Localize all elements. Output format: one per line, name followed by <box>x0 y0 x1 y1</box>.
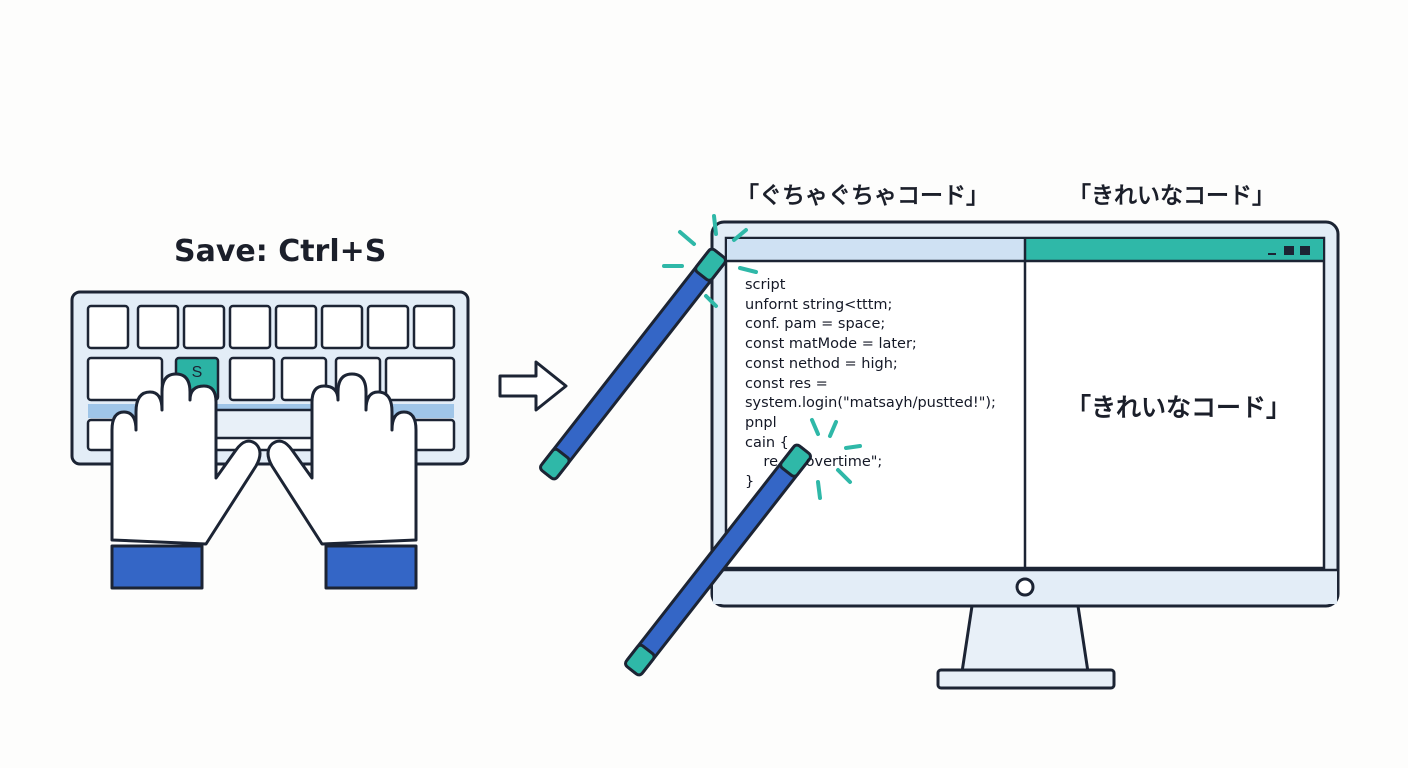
right-hand-icon <box>266 372 418 590</box>
code-line: } <box>745 474 755 491</box>
shortcut-label: Save: Ctrl+S <box>174 234 387 269</box>
code-line: pnpl <box>745 414 777 431</box>
code-line: script <box>745 277 786 293</box>
code-line: unfornt string<tttm; <box>745 296 893 313</box>
code-line: const res = <box>745 375 828 392</box>
clean-code-label: 「きれいなコード」 <box>1068 183 1275 209</box>
arrow-right-icon <box>498 360 568 412</box>
magic-wand-icon <box>539 247 812 677</box>
clean-pane-text: 「きれいなコード」 <box>1066 393 1292 422</box>
code-line: const nethod = high; <box>745 355 898 372</box>
sparkle-icon <box>810 418 862 500</box>
code-line: cain { <box>745 434 789 451</box>
messy-code-label: 「ぐちゃぐちゃコード」 <box>736 183 989 209</box>
left-hand-icon <box>110 372 262 590</box>
sparkle-icon <box>662 214 758 308</box>
code-line: re overtime"; <box>745 454 883 471</box>
messy-code-block: script unfornt string<tttm; conf. pam = … <box>745 276 996 493</box>
code-line: conf. pam = space; <box>745 316 886 333</box>
s-key-label: S <box>191 364 203 381</box>
code-line: system.login("matsayh/pustted!"); <box>745 395 996 412</box>
monitor-icon <box>710 220 1340 690</box>
code-line: const matMode = later; <box>745 336 917 353</box>
